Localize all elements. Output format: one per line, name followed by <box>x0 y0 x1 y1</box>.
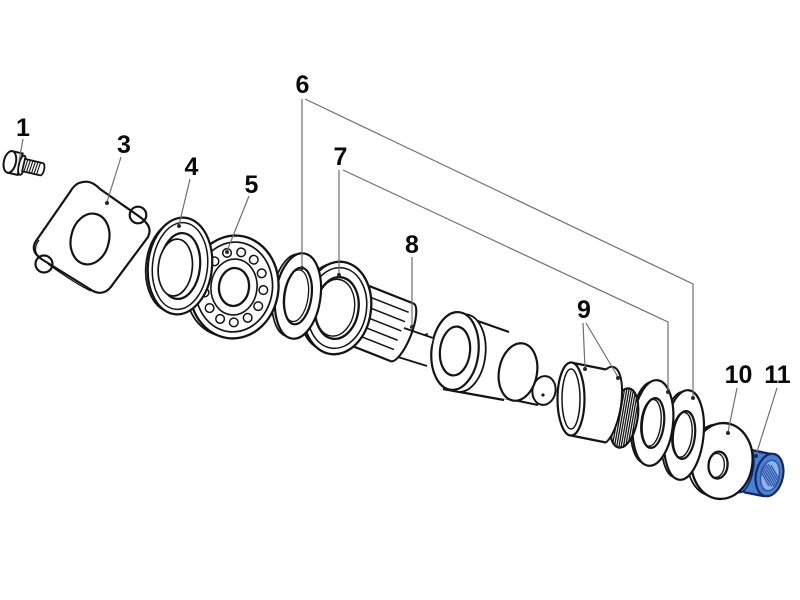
leader-lines <box>18 98 778 458</box>
part-hex-bolt[interactable] <box>2 149 47 181</box>
callout-1[interactable]: 1 <box>16 114 30 142</box>
leader-end-dots <box>105 201 758 458</box>
part-thrust-washer-left[interactable] <box>267 250 327 342</box>
bolt-thread-hatching <box>23 159 42 175</box>
callout-labels: 1 3 4 5 6 7 8 9 10 11 <box>16 71 791 389</box>
callout-3[interactable]: 3 <box>117 131 131 159</box>
part-needle-bearing-sleeve[interactable] <box>556 361 624 444</box>
flange-thickness-line <box>34 239 42 260</box>
bushing-spline-stripes <box>759 464 781 487</box>
callout-11[interactable]: 11 <box>764 361 791 389</box>
part-mounting-flange-plate[interactable] <box>32 180 151 294</box>
flange-thickness-line <box>47 263 92 292</box>
stub-center-hole <box>541 393 545 397</box>
callout-4[interactable]: 4 <box>185 153 199 181</box>
callout-5[interactable]: 5 <box>245 171 259 199</box>
callout-8[interactable]: 8 <box>405 231 419 259</box>
callout-10[interactable]: 10 <box>725 361 753 389</box>
callout-6[interactable]: 6 <box>296 71 310 99</box>
callout-7[interactable]: 7 <box>334 143 348 171</box>
callout-9[interactable]: 9 <box>577 296 591 324</box>
part-bearing-race-cup[interactable] <box>141 214 217 317</box>
